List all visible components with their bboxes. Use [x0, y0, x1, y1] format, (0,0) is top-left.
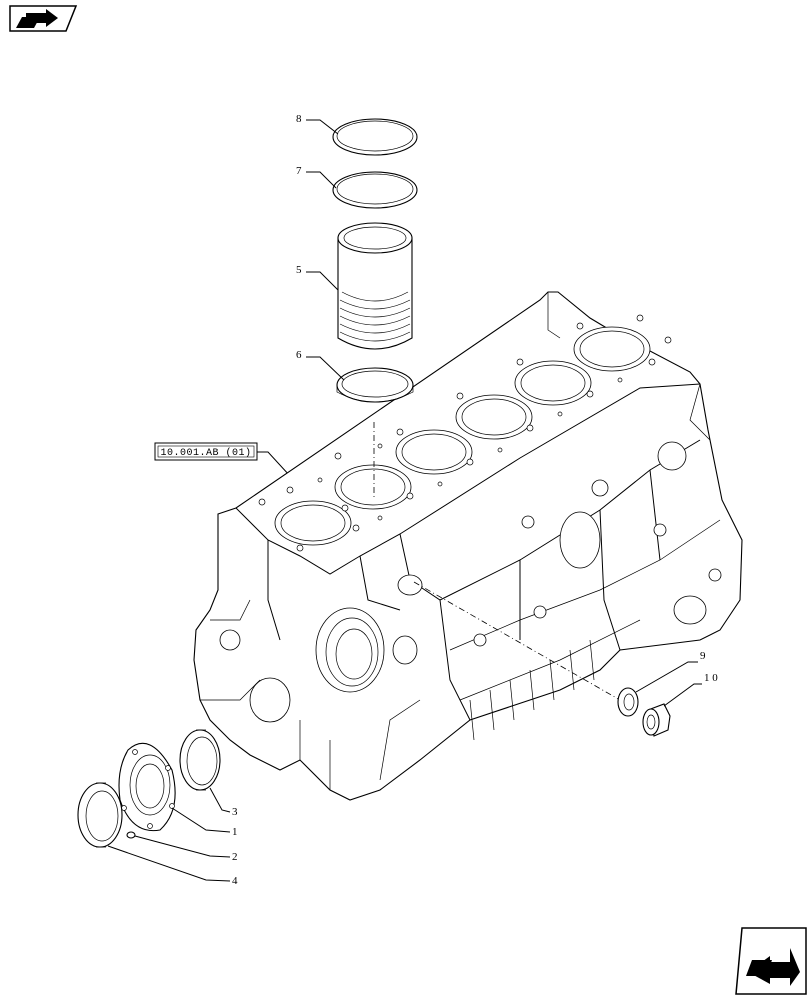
callout-1-label: 1 [232, 826, 238, 838]
part-4-seal[interactable] [77, 782, 123, 848]
callout-9: 9 [635, 650, 706, 693]
prev-page-arrow-icon[interactable] [9, 5, 78, 32]
callout-9-label: 9 [700, 650, 706, 662]
callout-7: 7 [296, 165, 337, 189]
callout-4-label: 4 [232, 875, 238, 887]
engine-block [193, 291, 743, 801]
next-page-arrow-icon[interactable] [735, 927, 807, 995]
reference-box[interactable]: 10.001.AB (01) [154, 442, 291, 477]
part-8-ring[interactable] [332, 118, 418, 156]
callout-6-label: 6 [296, 349, 302, 361]
part-5-cylinder-liner[interactable] [337, 222, 413, 350]
part-3-seal[interactable] [179, 729, 221, 791]
part-9-washer[interactable] [617, 687, 639, 717]
callout-5-label: 5 [296, 264, 302, 276]
callout-10: 1 0 [663, 672, 718, 707]
callout-8: 8 [296, 113, 339, 135]
part-2-screw[interactable] [126, 831, 136, 839]
part-6-ring[interactable] [336, 367, 414, 403]
callout-2: 2 [134, 835, 238, 863]
callout-6: 6 [296, 349, 345, 381]
callout-8-label: 8 [296, 113, 302, 125]
callout-4: 4 [107, 845, 238, 887]
callout-3: 3 [209, 787, 238, 818]
part-10-plug[interactable] [642, 703, 671, 737]
callout-3-label: 3 [232, 806, 238, 818]
callout-5: 5 [296, 264, 339, 291]
part-7-ring[interactable] [332, 171, 418, 209]
reference-box-label: 10.001.AB (01) [160, 447, 251, 459]
callout-10-label: 1 0 [704, 672, 718, 684]
part-1-cover[interactable] [118, 742, 176, 832]
callout-1: 1 [171, 807, 238, 838]
callout-2-label: 2 [232, 851, 238, 863]
callout-7-label: 7 [296, 165, 302, 177]
